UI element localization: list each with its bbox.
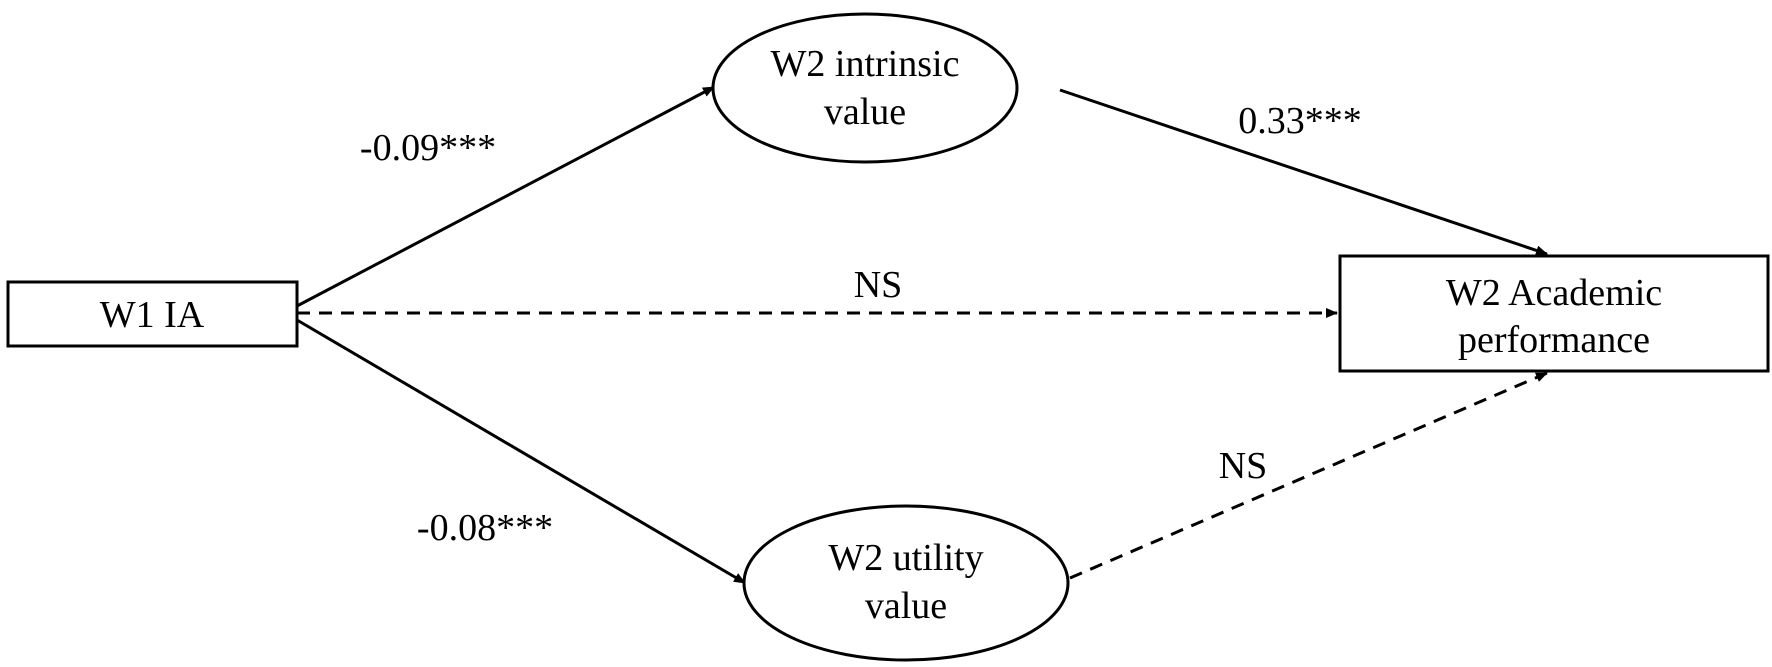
edge-label-ia-to-academic: NS [854, 264, 903, 306]
node-w2-intrinsic-value-line-2: value [824, 91, 906, 133]
node-w2-academic-performance-line-2: performance [1458, 319, 1650, 361]
node-w2-utility-value-line-1: W2 utility [828, 537, 983, 579]
edge-label-ia-to-intrinsic: -0.09*** [360, 127, 496, 169]
node-w2-utility-value-line-2: value [865, 585, 947, 627]
edge-ia-to-utility [296, 318, 746, 585]
node-w2-intrinsic-value: W2 intrinsic value [711, 12, 1019, 164]
node-w2-academic-performance-line-1: W2 Academic [1446, 272, 1662, 314]
edge-label-utility-to-academic: NS [1219, 445, 1268, 487]
node-w1-ia-label: W1 IA [100, 294, 205, 336]
edge-label-intrinsic-to-academic: 0.33*** [1238, 100, 1362, 142]
node-w2-intrinsic-value-line-1: W2 intrinsic [771, 43, 960, 85]
node-w2-utility-value: W2 utility value [742, 504, 1070, 662]
edge-label-ia-to-utility: -0.08*** [417, 507, 553, 549]
edge-utility-to-academic [1069, 371, 1548, 580]
node-w1-ia: W1 IA [6, 280, 299, 348]
edge-ia-to-intrinsic [296, 85, 715, 308]
node-w2-academic-performance: W2 Academic performance [1338, 254, 1770, 373]
edge-intrinsic-to-academic [1059, 88, 1548, 256]
